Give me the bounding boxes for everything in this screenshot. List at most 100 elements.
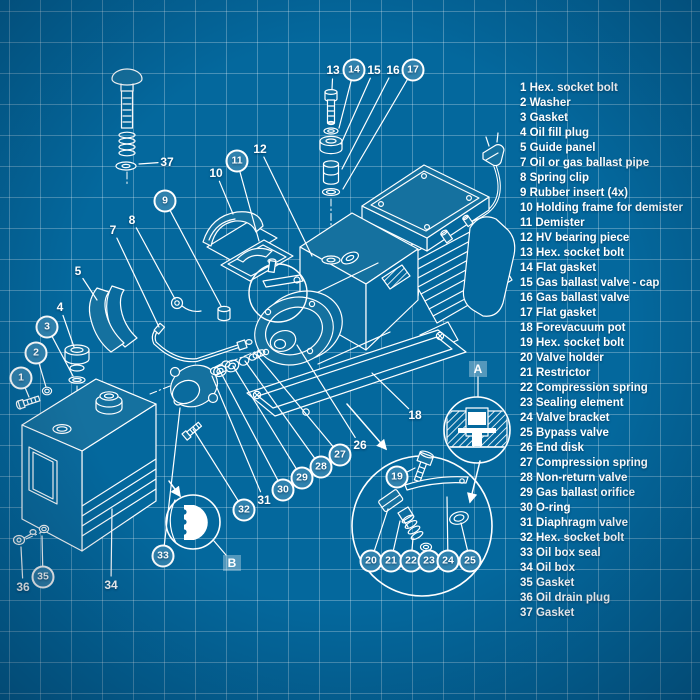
callout-13: 13 <box>326 63 340 77</box>
callout-33: 33 <box>151 544 175 568</box>
parts-list-item-11: 11 Demister <box>520 217 585 229</box>
parts-list-item-24: 24 Valve bracket <box>520 412 610 424</box>
callout-25: 25 <box>458 549 482 573</box>
leader-line-9 <box>169 210 222 307</box>
leader-line-28 <box>244 360 316 459</box>
leader-line-13 <box>331 78 334 90</box>
leader-line-15 <box>340 77 371 145</box>
leader-line-37 <box>138 162 159 165</box>
leader-line-20 <box>373 508 389 552</box>
parts-list-item-2: 2 Washer <box>520 97 571 109</box>
callout-32: 32 <box>232 498 256 522</box>
parts-list-item-16: 16 Gas ballast valve <box>520 292 630 304</box>
parts-list-item-37: 37 Gasket <box>520 607 575 619</box>
base-plate-drawing <box>246 329 467 417</box>
leader-line-2 <box>38 363 47 388</box>
demister-drawing <box>202 211 294 282</box>
leader-line-1 <box>24 387 30 398</box>
parts-list-item-19: 19 Hex. socket bolt <box>520 337 625 349</box>
parts-list-item-28: 28 Non-return valve <box>520 472 628 484</box>
parts-list-item-23: 23 Sealing element <box>520 397 624 409</box>
leader-line-12 <box>263 156 313 257</box>
parts-list-item-31: 31 Diaphragm valve <box>520 517 629 529</box>
leader-line-5 <box>82 277 98 301</box>
callout-28: 28 <box>309 455 333 479</box>
callout-4: 4 <box>56 300 64 314</box>
leader-line-14 <box>338 79 352 129</box>
leader-line-22 <box>411 537 414 551</box>
leader-line-3 <box>51 336 74 377</box>
gas-ballast-valve-parts-drawing <box>319 88 343 197</box>
callout-16: 16 <box>386 63 400 77</box>
leader-line-31 <box>211 375 262 493</box>
callout-31: 31 <box>257 493 271 507</box>
detail-pointer-arrow-3 <box>168 480 181 498</box>
parts-list-item-3: 3 Gasket <box>520 112 568 124</box>
oil-box-drawing <box>12 378 157 552</box>
callout-11: 11 <box>225 149 249 173</box>
parts-list-item-27: 27 Compression spring <box>520 457 648 469</box>
parts-list-item-15: 15 Gas ballast valve - cap <box>520 277 660 289</box>
parts-list-item-10: 10 Holding frame for demister <box>520 202 683 214</box>
parts-list-item-34: 34 Oil box <box>520 562 575 574</box>
callout-18: 18 <box>408 408 422 422</box>
callout-7: 7 <box>109 223 117 237</box>
callout-37: 37 <box>160 155 174 169</box>
parts-list-item-13: 13 Hex. socket bolt <box>520 247 625 259</box>
detail-label-a: A <box>469 361 487 377</box>
callout-12: 12 <box>253 142 267 156</box>
parts-list-item-5: 5 Guide panel <box>520 142 596 154</box>
parts-list-item-29: 29 Gas ballast orifice <box>520 487 636 499</box>
callout-3: 3 <box>35 315 59 339</box>
leader-line-7 <box>116 237 160 328</box>
parts-list-item-33: 33 Oil box seal <box>520 547 601 559</box>
pump-body-drawing <box>254 212 419 366</box>
callout-34: 34 <box>104 578 118 592</box>
parts-list-item-26: 26 End disk <box>520 442 584 454</box>
callout-5: 5 <box>74 264 82 278</box>
leader-line-26 <box>296 344 356 438</box>
leader-line-30 <box>219 370 279 481</box>
parts-list-item-22: 22 Compression spring <box>520 382 648 394</box>
bolt-37-drawing <box>111 68 143 171</box>
leader-line-33 <box>163 407 181 546</box>
parts-list-item-20: 20 Valve holder <box>520 352 604 364</box>
leader-line-29 <box>232 365 297 470</box>
leader-line-32 <box>192 428 239 502</box>
detail-pointer-arrow-2 <box>467 460 481 504</box>
pump-module-drawing <box>169 349 266 441</box>
parts-list-item-35: 35 Gasket <box>520 577 575 589</box>
leader-line-16 <box>341 77 390 170</box>
callout-8: 8 <box>128 213 136 227</box>
callout-19: 19 <box>385 465 409 489</box>
leader-line-27 <box>256 354 334 448</box>
callout-9: 9 <box>153 189 177 213</box>
callout-14: 14 <box>342 58 366 82</box>
parts-list-item-17: 17 Flat gasket <box>520 307 597 319</box>
parts-list-item-21: 21 Restrictor <box>520 367 591 379</box>
leader-line-19 <box>406 467 416 473</box>
callout-1: 1 <box>9 366 33 390</box>
motor-drawing <box>361 132 516 353</box>
leader-line-25 <box>460 522 469 551</box>
leader-line-11 <box>239 171 260 242</box>
callout-27: 27 <box>328 443 352 467</box>
callout-26: 26 <box>353 438 367 452</box>
parts-list-item-32: 32 Hex. socket bolt <box>520 532 625 544</box>
callout-17: 17 <box>401 58 425 82</box>
detail-circle-a <box>443 376 511 464</box>
parts-list-item-14: 14 Flat gasket <box>520 262 597 274</box>
leader-line-4 <box>62 314 75 348</box>
callout-2: 2 <box>24 341 48 365</box>
left-parts-drawing <box>15 285 253 410</box>
detail-label-b: B <box>223 555 241 571</box>
callout-35: 35 <box>31 565 55 589</box>
parts-list-item-9: 9 Rubber insert (4x) <box>520 187 628 199</box>
leader-line-10 <box>218 180 234 215</box>
parts-list-item-36: 36 Oil drain plug <box>520 592 611 604</box>
callout-29: 29 <box>290 466 314 490</box>
callout-36: 36 <box>16 580 30 594</box>
parts-list-item-4: 4 Oil fill plug <box>520 127 589 139</box>
